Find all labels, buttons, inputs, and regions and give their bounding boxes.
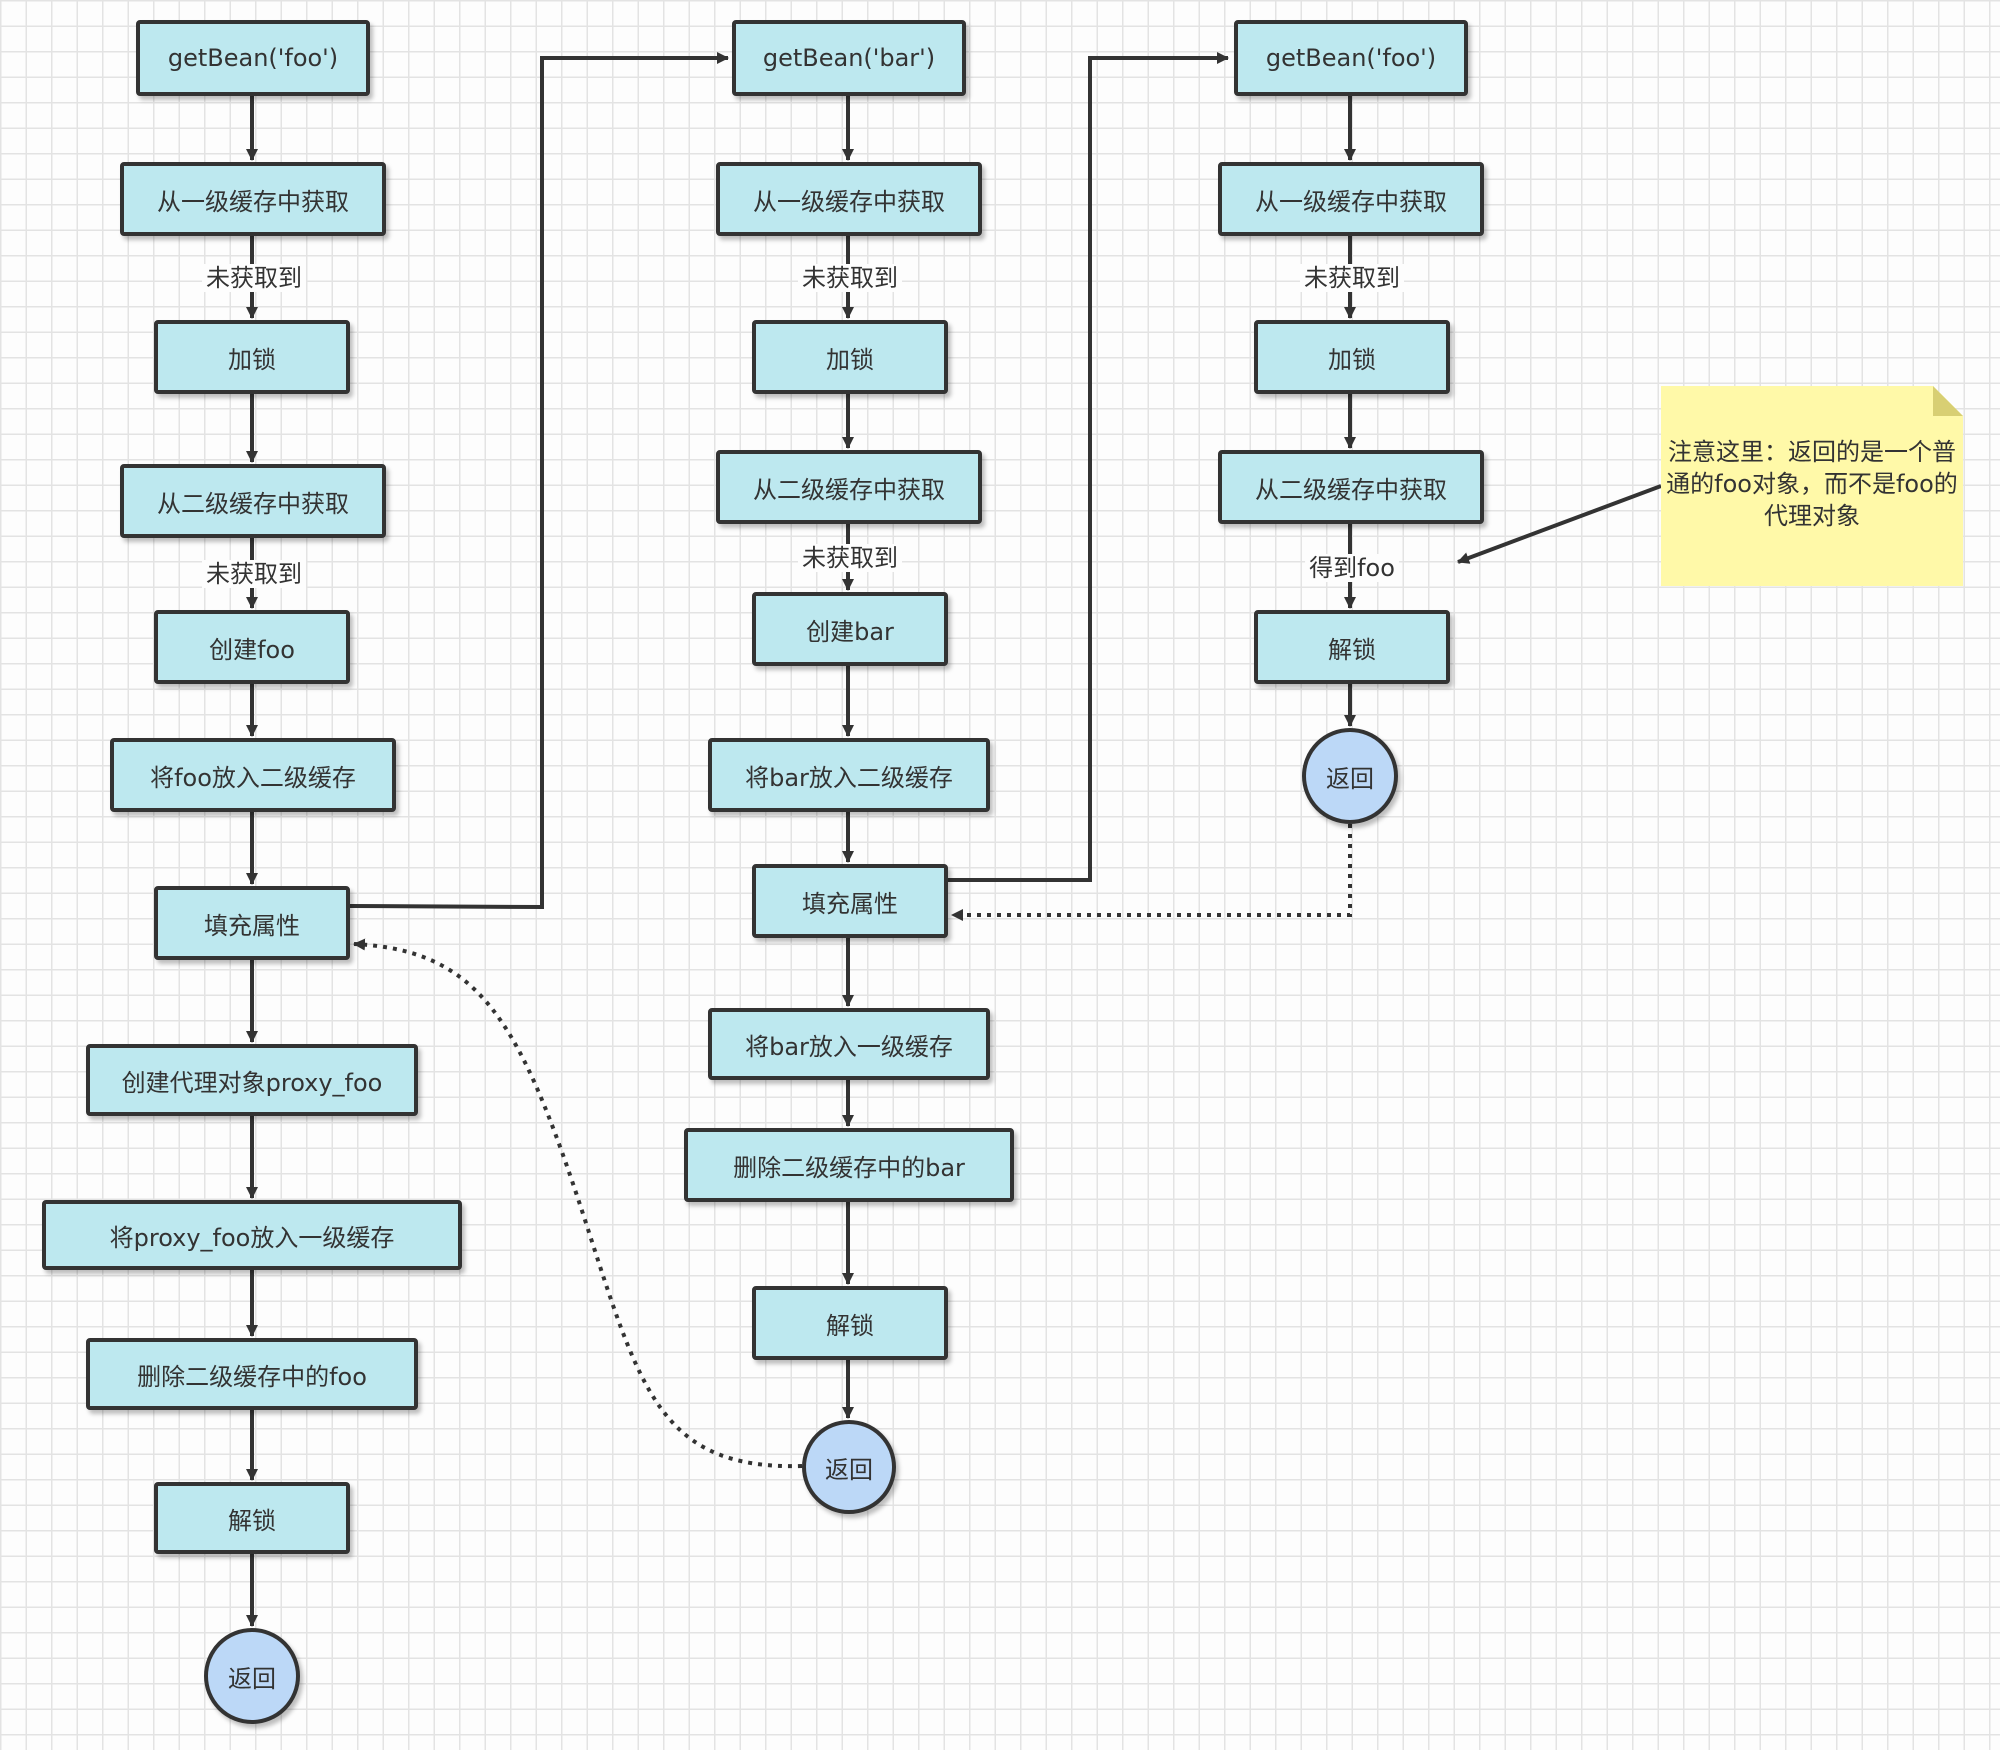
edge-note-pointer bbox=[1457, 484, 1662, 564]
bar-return-node[interactable]: 返回 bbox=[802, 1420, 896, 1514]
bar-get-l2-node[interactable]: 从二级缓存中获取 bbox=[716, 450, 982, 524]
bar-miss-label-2: 未获取到 bbox=[798, 544, 902, 572]
foo-get-l2-node[interactable]: 从二级缓存中获取 bbox=[120, 464, 386, 538]
edge-bar-populate-to-getbean-foo bbox=[948, 52, 1229, 882]
foo-lock-node[interactable]: 加锁 bbox=[154, 320, 350, 394]
foo2-unlock-node[interactable]: 解锁 bbox=[1254, 610, 1450, 684]
foo-put-l1-node[interactable]: 将proxy_foo放入一级缓存 bbox=[42, 1200, 462, 1270]
bar-get-l1-node[interactable]: 从一级缓存中获取 bbox=[716, 162, 982, 236]
foo-create-proxy-node[interactable]: 创建代理对象proxy_foo bbox=[86, 1044, 418, 1116]
edge-return-bar-to-foo-populate bbox=[353, 938, 803, 1469]
bar-populate-node[interactable]: 填充属性 bbox=[752, 864, 948, 938]
foo-create-node[interactable]: 创建foo bbox=[154, 610, 350, 684]
foo-unlock-node[interactable]: 解锁 bbox=[154, 1482, 350, 1554]
bar-unlock-node[interactable]: 解锁 bbox=[752, 1286, 948, 1360]
sticky-note bbox=[1661, 386, 1963, 586]
bar-create-node[interactable]: 创建bar bbox=[752, 592, 948, 666]
foo2-return-node[interactable]: 返回 bbox=[1302, 728, 1398, 824]
bar-put-l1-node[interactable]: 将bar放入一级缓存 bbox=[708, 1008, 990, 1080]
bar-lock-node[interactable]: 加锁 bbox=[752, 320, 948, 394]
foo2-got-label: 得到foo bbox=[1305, 554, 1399, 582]
bar-delete-l2-node[interactable]: 删除二级缓存中的bar bbox=[684, 1128, 1014, 1202]
edge-foo-populate-to-getbean-bar bbox=[349, 52, 729, 910]
foo2-get-l1-node[interactable]: 从一级缓存中获取 bbox=[1218, 162, 1484, 236]
foo2-get-l2-node[interactable]: 从二级缓存中获取 bbox=[1218, 450, 1484, 524]
foo-put-l2-node[interactable]: 将foo放入二级缓存 bbox=[110, 738, 396, 812]
foo2-lock-node[interactable]: 加锁 bbox=[1254, 320, 1450, 394]
bar-put-l2-node[interactable]: 将bar放入二级缓存 bbox=[708, 738, 990, 812]
foo2-getbean-node[interactable]: getBean('foo') bbox=[1234, 20, 1468, 96]
foo-delete-l2-node[interactable]: 删除二级缓存中的foo bbox=[86, 1338, 418, 1410]
foo2-miss-label-1: 未获取到 bbox=[1300, 264, 1404, 292]
bar-miss-label-1: 未获取到 bbox=[798, 264, 902, 292]
sticky-note-text: 注意这里：返回的是一个普通的foo对象，而不是foo的代理对象 bbox=[1666, 438, 1958, 530]
foo-getbean-node[interactable]: getBean('foo') bbox=[136, 20, 370, 96]
foo-populate-node[interactable]: 填充属性 bbox=[154, 886, 350, 960]
foo-miss-label-2: 未获取到 bbox=[202, 560, 306, 588]
bar-getbean-node[interactable]: getBean('bar') bbox=[732, 20, 966, 96]
foo-miss-label-1: 未获取到 bbox=[202, 264, 306, 292]
edge-return-foo-to-bar-populate bbox=[951, 824, 1352, 921]
foo-return-node[interactable]: 返回 bbox=[204, 1628, 300, 1724]
foo-get-l1-node[interactable]: 从一级缓存中获取 bbox=[120, 162, 386, 236]
